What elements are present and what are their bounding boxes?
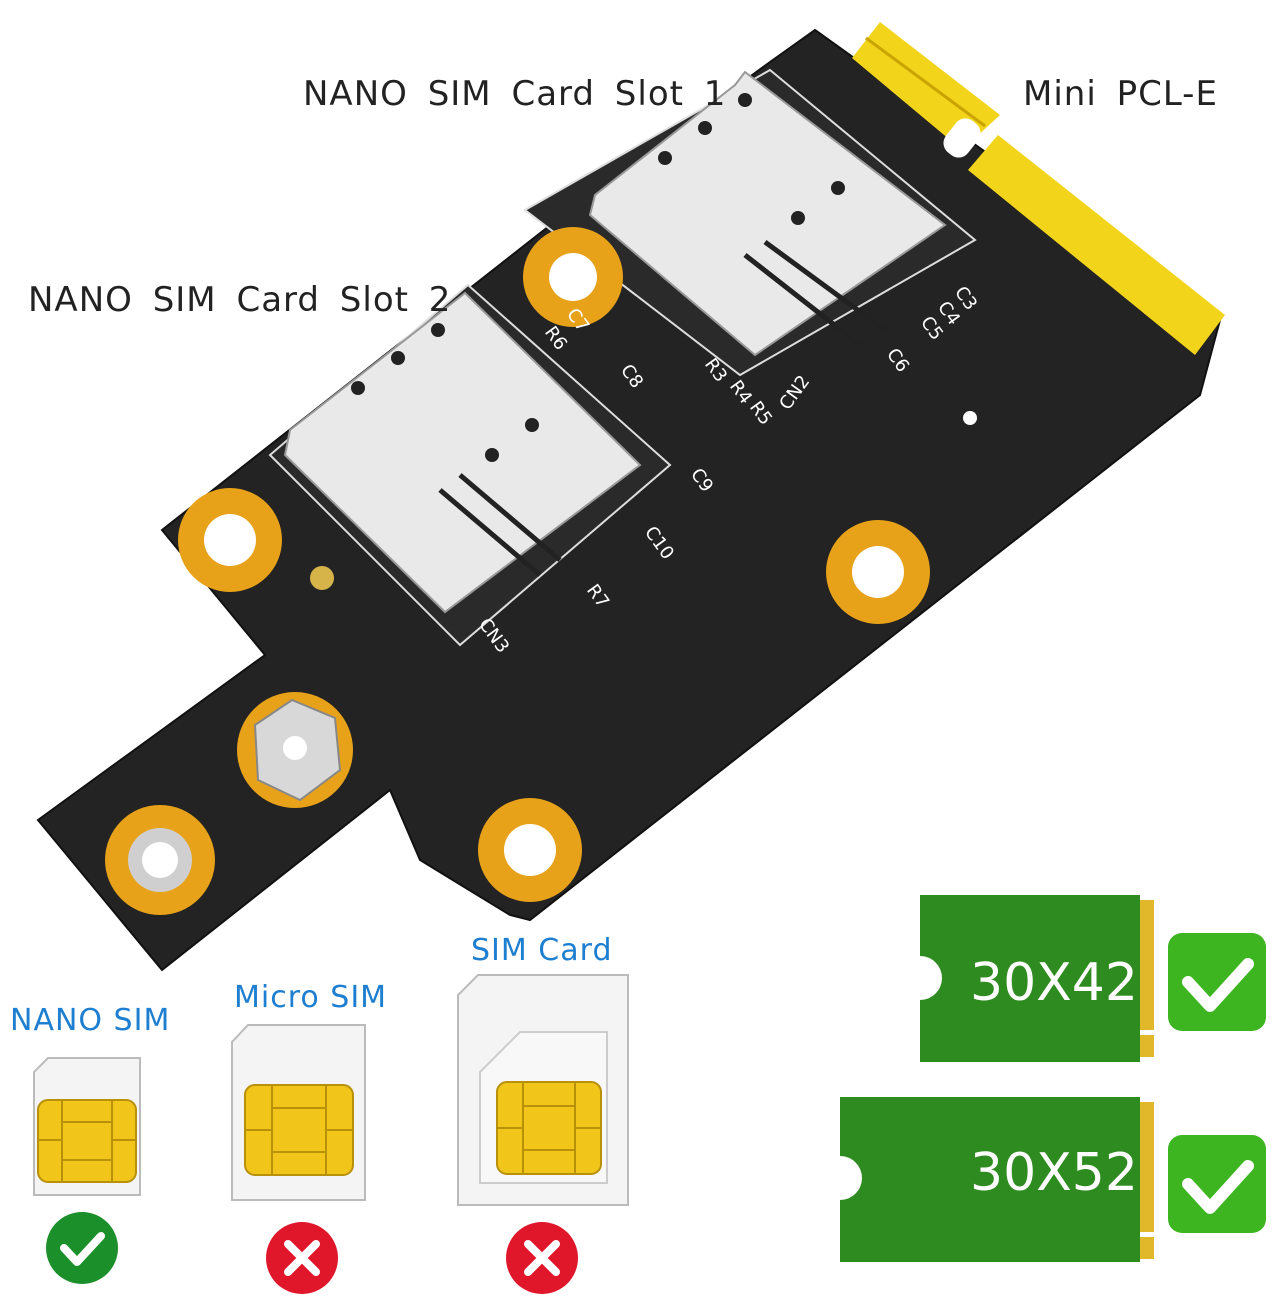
nano-sim-label: NANO SIM (10, 1003, 171, 1038)
gold-edge-connector-upper (852, 22, 1000, 150)
test-pad (310, 566, 334, 590)
mounting-hole (826, 520, 930, 624)
sim-card-cross-icon (506, 1222, 578, 1294)
sim-slot-2 (268, 283, 672, 647)
m2-size-30x52: 30X52 (970, 1143, 1138, 1203)
mounting-hole (523, 227, 623, 327)
mounting-hole (478, 798, 582, 902)
sim-card-label: SIM Card (471, 933, 613, 968)
micro-sim-label: Micro SIM (234, 980, 388, 1015)
edge-notch (943, 118, 981, 158)
full-sim-card (457, 974, 629, 1206)
mounting-hole-with-standoff (105, 805, 215, 915)
sim-slot-1 (523, 68, 977, 377)
nano-sim-card (33, 1057, 141, 1196)
nano-sim-check-icon (46, 1212, 118, 1284)
m2-30x52-check-icon (1168, 1135, 1266, 1233)
interface-label: Mini PCL-E (1023, 74, 1218, 114)
hex-nut (237, 692, 353, 808)
m2-card-30x52 (840, 1097, 1154, 1262)
micro-sim-cross-icon (266, 1222, 338, 1294)
via-hole (963, 411, 977, 425)
micro-sim-card (231, 1024, 366, 1201)
gold-edge-connector-lower (968, 135, 1225, 355)
slot-1-label: NANO SIM Card Slot 1 (303, 74, 727, 114)
m2-card-30x42 (920, 895, 1154, 1062)
mounting-hole (178, 488, 282, 592)
m2-30x42-check-icon (1168, 933, 1266, 1031)
slot-2-label: NANO SIM Card Slot 2 (28, 280, 452, 320)
m2-size-30x42: 30X42 (970, 953, 1138, 1013)
